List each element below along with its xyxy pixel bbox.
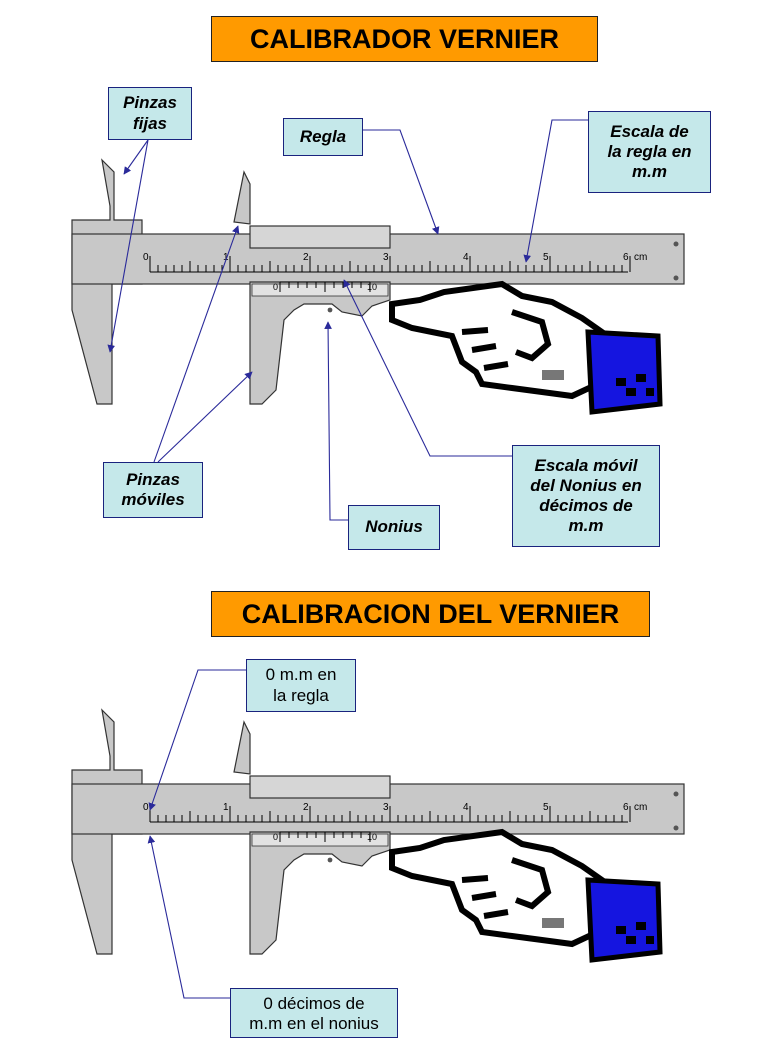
- main-scale-number: 2: [303, 252, 309, 263]
- label-regla: Regla: [283, 118, 363, 156]
- main-scale-number: 3: [383, 802, 389, 813]
- label-pinzas-moviles: Pinzas móviles: [103, 462, 203, 518]
- main-scale-number: 6: [623, 252, 629, 263]
- vernier-scale-number: 10: [367, 282, 377, 292]
- label-escala-nonius: Escala móvil del Nonius en décimos de m.…: [512, 445, 660, 547]
- vernier-scale-number: 0: [273, 832, 278, 842]
- label-cero-regla: 0 m.m en la regla: [246, 659, 356, 712]
- main-scale-number: 0: [143, 802, 149, 813]
- label-escala-regla: Escala de la regla en m.m: [588, 111, 711, 193]
- scale-unit: cm: [634, 252, 647, 263]
- main-scale-number: 5: [543, 802, 549, 813]
- scale-unit: cm: [634, 802, 647, 813]
- title-calibracion-del-vernier: CALIBRACION DEL VERNIER: [211, 591, 650, 637]
- main-scale-number: 5: [543, 252, 549, 263]
- main-scale-number: 4: [463, 802, 469, 813]
- main-scale-number: 3: [383, 252, 389, 263]
- scale-numbers-bottom: 0 1 2 3 4 5 6 cm 0 10: [143, 802, 647, 842]
- pointing-hand-icon: [392, 284, 660, 412]
- main-scale-number: 2: [303, 802, 309, 813]
- leader-lines-top: [107, 119, 588, 521]
- vernier-scale-number: 10: [367, 832, 377, 842]
- main-scale-number: 4: [463, 252, 469, 263]
- label-cero-nonius: 0 décimos de m.m en el nonius: [230, 988, 398, 1038]
- leader-lines-bottom: [147, 669, 246, 999]
- scale-numbers-top: 0 1 2 3 4 5 6 cm 0 10: [143, 252, 647, 292]
- main-scale-number: 1: [223, 252, 229, 263]
- label-nonius: Nonius: [348, 505, 440, 550]
- main-scale-number: 6: [623, 802, 629, 813]
- label-pinzas-fijas: Pinzas fijas: [108, 87, 192, 140]
- pointing-hand-icon: [392, 832, 660, 960]
- main-scale-number: 0: [143, 252, 149, 263]
- vernier-scale-number: 0: [273, 282, 278, 292]
- title-calibrador-vernier: CALIBRADOR VERNIER: [211, 16, 598, 62]
- main-scale-number: 1: [223, 802, 229, 813]
